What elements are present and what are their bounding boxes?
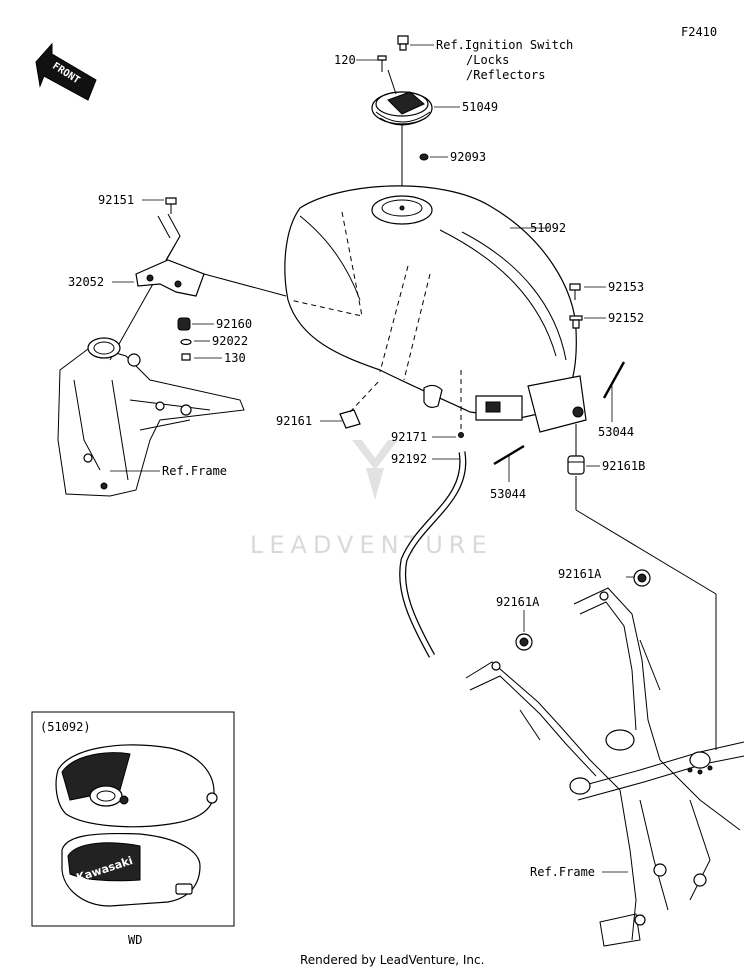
rod-53044-right — [602, 361, 626, 399]
label-92161b: 92161B — [602, 459, 645, 473]
bracket-32052 — [135, 259, 205, 297]
grommet-92160 — [177, 317, 191, 331]
label-92093: 92093 — [450, 150, 486, 164]
label-32052: 32052 — [68, 275, 104, 289]
label-53044-right: 53044 — [598, 425, 634, 439]
footer-credit: Rendered by LeadVenture, Inc. — [300, 953, 484, 967]
label-51092: 51092 — [530, 221, 566, 235]
label-92153: 92153 — [608, 280, 644, 294]
label-92022: 92022 — [212, 334, 248, 348]
label-92171: 92171 — [391, 430, 427, 444]
label-ref-frame-left: Ref.Frame — [162, 464, 227, 478]
label-120: 120 — [334, 53, 356, 67]
inset-caption: WD — [128, 933, 142, 947]
label-92161a-right: 92161A — [558, 567, 602, 581]
bolt-92153 — [569, 283, 581, 300]
front-arrow-icon: FRONT — [35, 42, 97, 101]
bolt-92151 — [165, 197, 177, 214]
label-53044-mid: 53044 — [490, 487, 526, 501]
damper-92161a-right — [633, 569, 651, 587]
label-92160: 92160 — [216, 317, 252, 331]
bolt-130 — [181, 353, 191, 361]
hose-92192 — [399, 451, 467, 658]
label-92161: 92161 — [276, 414, 312, 428]
label-92152: 92152 — [608, 311, 644, 325]
diagram-code: F2410 — [681, 25, 717, 39]
fuel-tank — [284, 185, 587, 433]
label-ref-reflectors: /Reflectors — [466, 68, 545, 82]
clip-92171 — [458, 432, 464, 438]
label-92192: 92192 — [391, 452, 427, 466]
label-92161a-left: 92161A — [496, 595, 540, 609]
label-ref-frame-right: Ref.Frame — [530, 865, 595, 879]
label-51049: 51049 — [462, 100, 498, 114]
label-92151: 92151 — [98, 193, 134, 207]
damper-92161 — [339, 409, 361, 429]
fuel-cap-assembly — [371, 35, 433, 161]
label-130: 130 — [224, 351, 246, 365]
inset-code: (51092) — [40, 720, 91, 734]
frame-left — [57, 337, 245, 497]
washer-92022 — [180, 338, 192, 346]
label-ref-locks: /Locks — [466, 53, 509, 67]
inset-wd-variant: (51092) Kawasaki — [31, 711, 235, 927]
damper-92161b — [567, 455, 585, 475]
label-ref-ignition-switch: Ref.Ignition Switch — [436, 38, 573, 52]
watermark-text: LEADVENTURE — [250, 531, 493, 559]
rod-53044-mid — [493, 444, 525, 466]
watermark-logo — [352, 440, 398, 500]
damper-92161a-left — [515, 633, 533, 651]
frame-right — [465, 587, 745, 947]
collar-92152 — [569, 315, 583, 329]
